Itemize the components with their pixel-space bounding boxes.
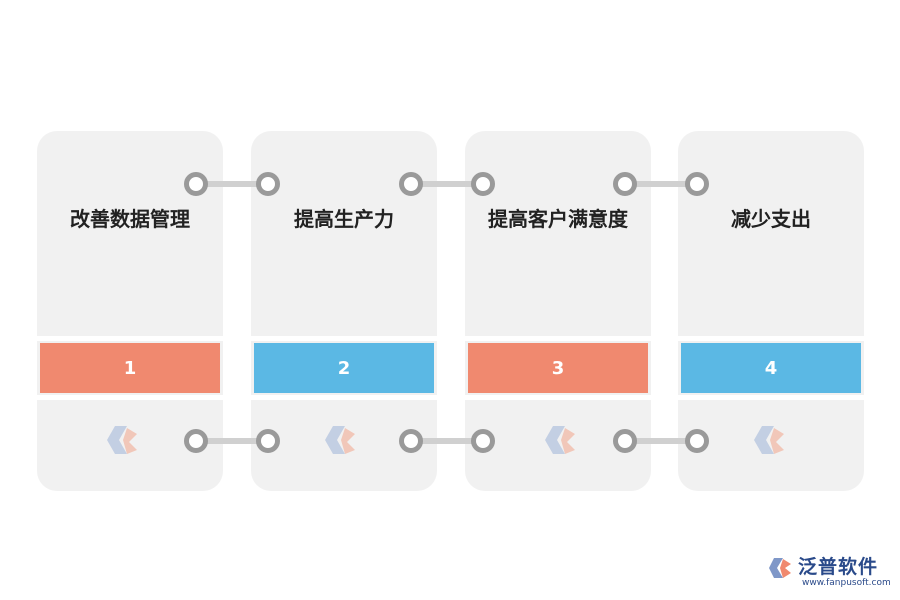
divider (37, 336, 223, 341)
step-title: 提高客户满意度 (488, 207, 628, 231)
ring-icon (399, 429, 423, 453)
ring-icon (256, 172, 280, 196)
step-title: 提高生产力 (294, 207, 394, 231)
ring-icon (613, 429, 637, 453)
binder-connector-bottom-3 (613, 429, 709, 453)
divider (678, 395, 864, 400)
ring-icon (471, 172, 495, 196)
fanpu-logo-icon (754, 426, 784, 454)
brand-watermark: 泛普软件 www.fanpusoft.com (768, 552, 898, 592)
ring-icon (184, 172, 208, 196)
ring-icon (184, 429, 208, 453)
binder-connector-top-2 (399, 172, 495, 196)
divider (251, 336, 437, 341)
step-title: 减少支出 (731, 207, 811, 231)
binder-connector-top-3 (613, 172, 709, 196)
step-card-4: 减少支出 4 (678, 131, 864, 491)
divider (465, 395, 651, 400)
step-number: 1 (123, 357, 137, 379)
step-number: 2 (337, 357, 351, 379)
fanpu-logo-icon (545, 426, 575, 454)
fanpu-logo-icon (107, 426, 137, 454)
connector-bar (622, 181, 700, 187)
step-number: 3 (551, 357, 565, 379)
divider (37, 395, 223, 400)
ring-icon (613, 172, 637, 196)
fanpu-logo-icon (325, 426, 355, 454)
brand-name: 泛普软件 (798, 556, 879, 578)
connector-bar (408, 438, 486, 444)
binder-connector-top-1 (184, 172, 280, 196)
divider (678, 336, 864, 341)
step-number-band: 1 (40, 343, 220, 393)
binder-connector-bottom-2 (399, 429, 495, 453)
divider (251, 395, 437, 400)
ring-icon (256, 429, 280, 453)
binder-connector-bottom-1 (184, 429, 280, 453)
connector-bar (193, 438, 271, 444)
step-title: 改善数据管理 (70, 207, 190, 231)
step-number: 4 (764, 357, 778, 379)
ring-icon (685, 172, 709, 196)
ring-icon (685, 429, 709, 453)
step-number-band: 3 (468, 343, 648, 393)
step-number-band: 4 (681, 343, 861, 393)
connector-bar (408, 181, 486, 187)
fanpu-logo-icon (769, 558, 791, 578)
ring-icon (471, 429, 495, 453)
connector-bar (193, 181, 271, 187)
connector-bar (622, 438, 700, 444)
ring-icon (399, 172, 423, 196)
step-number-band: 2 (254, 343, 434, 393)
divider (465, 336, 651, 341)
brand-url: www.fanpusoft.com (802, 578, 891, 588)
